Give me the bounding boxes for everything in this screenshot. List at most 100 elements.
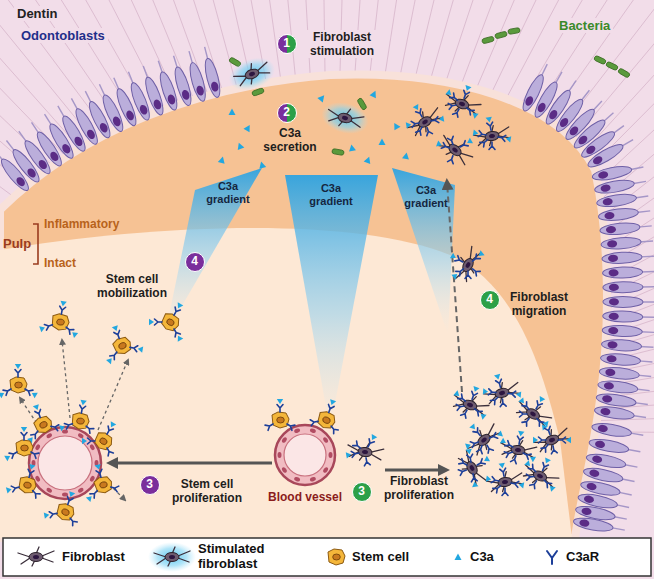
receptor-y bbox=[533, 401, 542, 410]
fibroblast-body bbox=[465, 460, 480, 477]
receptor-y bbox=[35, 409, 43, 418]
c3a-molecule bbox=[455, 554, 462, 561]
receptor-y bbox=[471, 254, 481, 263]
receptor-y bbox=[430, 117, 438, 124]
receptor-y bbox=[3, 386, 12, 395]
odontoblast-nucleus bbox=[73, 135, 84, 147]
gradient-label: C3a gradient bbox=[303, 182, 359, 208]
odontoblast-body bbox=[599, 366, 640, 381]
fibroblast-process bbox=[325, 104, 365, 132]
odontoblast bbox=[601, 339, 654, 353]
odontoblast-body bbox=[598, 207, 639, 223]
bacterium bbox=[495, 31, 508, 39]
proliferation-arrow bbox=[110, 462, 272, 465]
c3ar-receptor bbox=[541, 443, 550, 453]
c3a-bound bbox=[406, 121, 412, 128]
c3ar-receptor bbox=[469, 423, 482, 437]
odontoblast-body bbox=[599, 221, 640, 236]
fibroblast bbox=[399, 96, 448, 143]
c3ar-receptor bbox=[78, 400, 87, 414]
c3a-bound bbox=[466, 449, 473, 455]
fibroblast-nucleus bbox=[248, 71, 255, 77]
fibroblast bbox=[439, 80, 486, 124]
c3ar-receptor bbox=[522, 417, 531, 427]
region-label: Intact bbox=[44, 256, 76, 270]
c3a-bound bbox=[466, 138, 474, 146]
receptor-y bbox=[496, 379, 504, 388]
vessel-lumen bbox=[38, 436, 92, 490]
c3ar-receptor bbox=[112, 325, 122, 339]
c3a-bound bbox=[473, 130, 479, 137]
c3ar-legend-symbol bbox=[547, 551, 557, 564]
c3ar-receptor bbox=[277, 399, 283, 412]
bacterium bbox=[508, 27, 521, 34]
callout-circle: 2 bbox=[277, 103, 297, 123]
c3ar-receptor bbox=[310, 418, 318, 425]
c3ar-receptor bbox=[86, 488, 100, 502]
c3ar-receptor bbox=[493, 484, 503, 493]
receptor-y bbox=[504, 449, 513, 457]
fibroblast-nucleus bbox=[502, 480, 509, 485]
c3ar-receptor bbox=[436, 140, 450, 150]
fibroblast-nucleus bbox=[466, 402, 473, 408]
blood-vessel bbox=[29, 427, 101, 499]
c3ar-receptor bbox=[21, 427, 27, 440]
c3ar-receptor bbox=[483, 388, 497, 396]
c3a-bound bbox=[533, 437, 538, 443]
c3a-bound bbox=[82, 438, 87, 444]
endothelial-nucleus bbox=[329, 452, 333, 458]
odontoblast-body bbox=[602, 325, 642, 338]
endothelial-nucleus bbox=[34, 475, 40, 482]
fibroblast-body bbox=[417, 115, 434, 130]
endothelial-nucleus bbox=[309, 476, 316, 482]
c3a-bound bbox=[28, 464, 35, 470]
c3ar-receptor bbox=[465, 439, 479, 449]
receptor-y bbox=[15, 370, 21, 378]
receptor-y bbox=[558, 437, 566, 443]
c3a-bound bbox=[453, 390, 461, 398]
odontoblast-nucleus bbox=[607, 341, 617, 349]
receptor-y bbox=[497, 134, 505, 141]
odontoblast-body bbox=[603, 281, 643, 292]
stem-cell bbox=[17, 400, 61, 444]
stem-cell bbox=[4, 427, 39, 461]
fibroblast-nucleus bbox=[499, 390, 506, 395]
callout-circle: 1 bbox=[277, 34, 297, 54]
fibroblast-nucleus bbox=[480, 437, 487, 444]
receptor-y bbox=[511, 455, 519, 464]
fibroblast-process bbox=[520, 459, 561, 491]
cells bbox=[0, 27, 630, 529]
bacterium bbox=[332, 148, 345, 155]
c3a-bound bbox=[413, 104, 421, 112]
c3a-bound bbox=[450, 253, 458, 261]
c3ar-receptor bbox=[518, 397, 531, 411]
fibroblast bbox=[18, 547, 54, 566]
fibroblast-process bbox=[450, 244, 484, 285]
odontoblast bbox=[602, 251, 654, 265]
receptor-y bbox=[541, 443, 550, 453]
c3ar-receptor bbox=[458, 467, 467, 475]
fibroblast-process bbox=[455, 447, 489, 488]
fibroblast-body bbox=[29, 553, 43, 562]
c3ar-receptor bbox=[445, 89, 459, 102]
stem-cell-body bbox=[316, 410, 337, 431]
odontoblast-nucleus bbox=[579, 519, 590, 528]
receptor-y bbox=[329, 424, 338, 434]
blood-vessel bbox=[275, 425, 335, 485]
odontoblast-nucleus bbox=[37, 158, 49, 170]
c3ar-receptor bbox=[453, 390, 467, 403]
endothelial-nucleus bbox=[278, 452, 282, 458]
odontoblast-nucleus bbox=[589, 469, 600, 478]
odontoblast bbox=[573, 516, 626, 536]
gradient-label: C3a gradient bbox=[398, 184, 454, 210]
receptor-y bbox=[448, 155, 456, 164]
receptor-y bbox=[84, 424, 94, 433]
c3a-bound bbox=[471, 111, 479, 119]
receptor-y bbox=[522, 450, 531, 459]
c3a-bound bbox=[86, 494, 94, 502]
receptor-y bbox=[470, 439, 479, 447]
odontoblast-nucleus bbox=[586, 482, 597, 491]
receptor-y bbox=[522, 402, 531, 412]
odontoblast-body bbox=[597, 379, 638, 395]
stem-cell-body bbox=[272, 412, 289, 428]
